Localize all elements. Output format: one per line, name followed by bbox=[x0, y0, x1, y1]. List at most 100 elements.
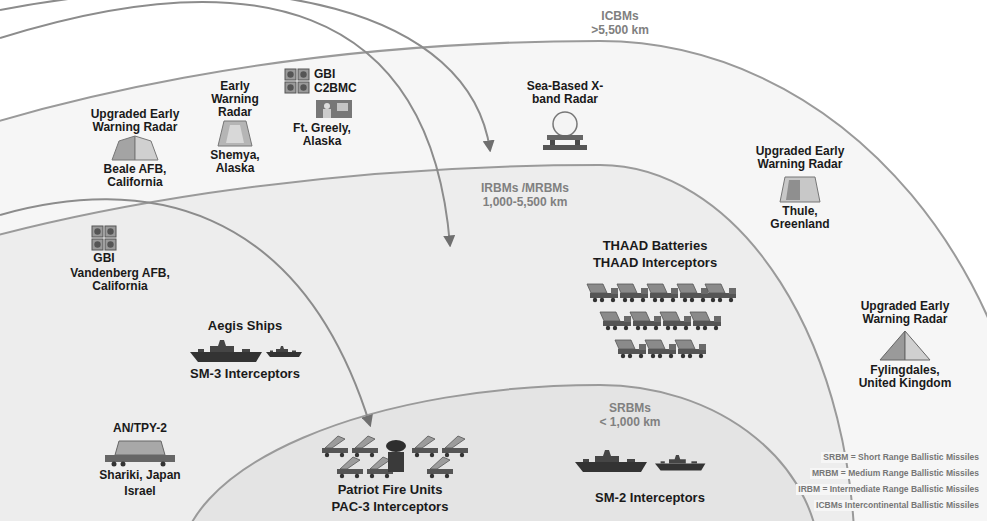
site-label: Sea-Based X-band Radar bbox=[520, 80, 610, 106]
site-label: GBI bbox=[93, 252, 114, 265]
text-holder: SM-2 Interceptors bbox=[595, 490, 705, 505]
site-label: Thule, Greenland bbox=[760, 205, 840, 231]
range-label: >5,500 km bbox=[591, 23, 649, 37]
site-label: Early Warning Radar bbox=[205, 80, 265, 119]
text-holder: Upgraded Early Warning Radar bbox=[750, 145, 850, 171]
radar-thule bbox=[780, 177, 820, 202]
text-holder: GBI bbox=[93, 252, 114, 265]
abbreviation-note: IRBM = Intermediate Range Ballistic Miss… bbox=[796, 484, 981, 495]
system-label: PAC-3 Interceptors bbox=[332, 499, 449, 514]
text-holder: IRBM = Intermediate Range Ballistic Miss… bbox=[796, 484, 981, 495]
system-label: SM-3 Interceptors bbox=[190, 366, 300, 381]
text-holder: Aegis Ships bbox=[208, 318, 282, 333]
sea-based-radar bbox=[547, 135, 583, 140]
site-label: Vandenberg AFB, California bbox=[65, 267, 175, 293]
system-label: Aegis Ships bbox=[208, 318, 282, 333]
text-holder: AN/TPY-2 bbox=[113, 422, 167, 435]
text-holder: SRBMs bbox=[609, 398, 651, 416]
text-holder: C2BMC bbox=[314, 82, 357, 95]
abbreviation-note: SRBM = Short Range Ballistic Missiles bbox=[821, 452, 981, 463]
site-label: Shemya, Alaska bbox=[205, 149, 265, 175]
radar-shemya bbox=[218, 121, 252, 146]
band-arc bbox=[0, 165, 855, 521]
range-label: ICBMs bbox=[601, 9, 638, 23]
patriot-fire-units bbox=[388, 452, 404, 472]
c2bmc-photo bbox=[323, 109, 331, 118]
system-label: SM-2 Interceptors bbox=[595, 490, 705, 505]
site-label: Beale AFB, California bbox=[90, 163, 180, 189]
site-label: Upgraded Early Warning Radar bbox=[750, 145, 850, 171]
an-tpy-2-radar bbox=[121, 462, 126, 467]
an-tpy-2-radar bbox=[105, 455, 175, 462]
text-holder: THAAD Batteries bbox=[603, 238, 708, 253]
text-holder: Upgraded Early Warning Radar bbox=[855, 300, 955, 326]
text-holder: >5,500 km bbox=[591, 20, 649, 38]
text-holder: ICBMs Intercontinental Ballistic Missile… bbox=[814, 500, 981, 511]
system-label: THAAD Interceptors bbox=[593, 255, 717, 270]
range-label: < 1,000 km bbox=[599, 415, 660, 429]
text-holder: Ft. Greely, Alaska bbox=[287, 122, 357, 148]
text-holder: 1,000-5,500 km bbox=[483, 192, 568, 210]
text-holder: Fylingdales, United Kingdom bbox=[855, 364, 955, 390]
patriot-fire-units bbox=[386, 440, 406, 452]
site-label: Israel bbox=[124, 485, 155, 498]
sea-based-radar bbox=[553, 112, 577, 136]
radar-thule bbox=[786, 180, 800, 200]
text-holder: MRBM = Medium Range Ballistic Missiles bbox=[810, 468, 981, 479]
radar-shemya bbox=[226, 125, 244, 143]
site-label: Upgraded Early Warning Radar bbox=[85, 108, 185, 134]
site-label: Upgraded Early Warning Radar bbox=[855, 300, 955, 326]
text-holder: ICBMs bbox=[601, 6, 638, 24]
sea-based-radar bbox=[543, 145, 587, 150]
system-label: Patriot Fire Units bbox=[338, 482, 443, 497]
c2bmc-photo bbox=[324, 103, 330, 109]
text-holder: Beale AFB, California bbox=[90, 163, 180, 189]
site-label: C2BMC bbox=[314, 82, 357, 95]
abbreviation-note: MRBM = Medium Range Ballistic Missiles bbox=[810, 468, 981, 479]
text-holder: SM-3 Interceptors bbox=[190, 366, 300, 381]
text-holder: Thule, Greenland bbox=[760, 205, 840, 231]
site-label: Fylingdales, United Kingdom bbox=[855, 364, 955, 390]
range-label: 1,000-5,500 km bbox=[483, 195, 568, 209]
site-label: AN/TPY-2 bbox=[113, 422, 167, 435]
site-label: GBI bbox=[314, 68, 335, 81]
text-holder: < 1,000 km bbox=[599, 412, 660, 430]
c2bmc-photo bbox=[316, 100, 352, 118]
text-holder: Patriot Fire Units bbox=[338, 482, 443, 497]
radar-shemya bbox=[218, 121, 252, 146]
radar-thule bbox=[780, 177, 820, 202]
text-holder: PAC-3 Interceptors bbox=[332, 499, 449, 514]
text-holder: SRBM = Short Range Ballistic Missiles bbox=[821, 452, 981, 463]
text-holder: Upgraded Early Warning Radar bbox=[85, 108, 185, 134]
band-arc bbox=[0, 41, 987, 521]
range-label: IRBMs /MRBMs bbox=[481, 181, 569, 195]
text-holder: Shariki, Japan bbox=[99, 469, 180, 482]
c2bmc-photo bbox=[316, 100, 352, 118]
c2bmc-photo bbox=[337, 103, 348, 111]
system-label: THAAD Batteries bbox=[603, 238, 708, 253]
text-holder: Sea-Based X-band Radar bbox=[520, 80, 610, 106]
text-holder: Vandenberg AFB, California bbox=[65, 267, 175, 293]
text-holder: Israel bbox=[124, 485, 155, 498]
site-label: Ft. Greely, Alaska bbox=[287, 122, 357, 148]
abbreviation-note: ICBMs Intercontinental Ballistic Missile… bbox=[814, 500, 981, 511]
text-holder: IRBMs /MRBMs bbox=[481, 178, 569, 196]
text-holder: THAAD Interceptors bbox=[593, 255, 717, 270]
text-holder: Shemya, Alaska bbox=[205, 149, 265, 175]
text-holder: Early Warning Radar bbox=[205, 80, 265, 119]
an-tpy-2-radar bbox=[112, 462, 117, 467]
text-holder: GBI bbox=[314, 68, 335, 81]
range-label: SRBMs bbox=[609, 401, 651, 415]
an-tpy-2-radar bbox=[161, 462, 166, 467]
an-tpy-2-radar bbox=[115, 441, 165, 455]
